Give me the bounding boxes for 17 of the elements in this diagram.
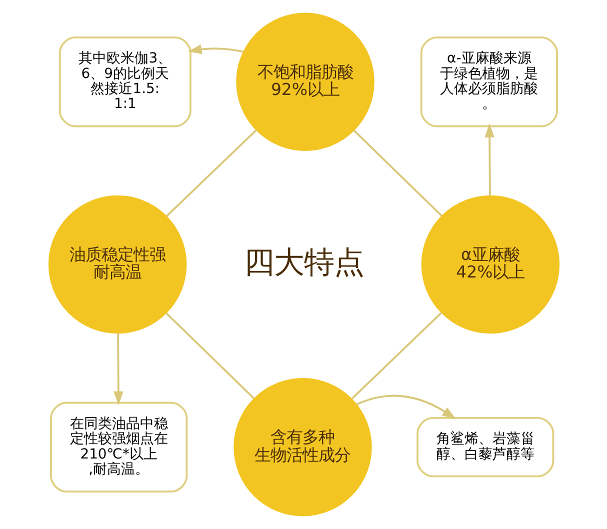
- arrow: [356, 394, 456, 420]
- arrow: [484, 123, 494, 196]
- arrow: [187, 44, 244, 54]
- connector: [165, 129, 257, 217]
- node-box: 在同类油品中稳定性较强烟点在210℃*以上,耐高温。: [50, 402, 188, 492]
- node-circle: 含有多种生物活性成分: [233, 378, 372, 516]
- node-box: 其中欧米伽3、6、9的比例天然接近1.5:1:1: [58, 36, 191, 128]
- node-box: α-亚麻酸来源于绿色植物，是人体必须脂肪酸。: [420, 36, 558, 128]
- node-circle: 不饱和脂肪酸92%以上: [236, 12, 374, 151]
- connector: [165, 312, 254, 400]
- label: 四大特点: [244, 245, 364, 280]
- connector: [352, 130, 442, 217]
- node-circle: 油质稳定性强耐高温: [48, 195, 186, 334]
- node-circle: α亚麻酸42%以上: [420, 195, 560, 334]
- arrow: [113, 333, 123, 406]
- node-box: 角鲨烯、岩藻甾醇、白藜芦醇等: [416, 417, 554, 478]
- connector: [350, 312, 442, 400]
